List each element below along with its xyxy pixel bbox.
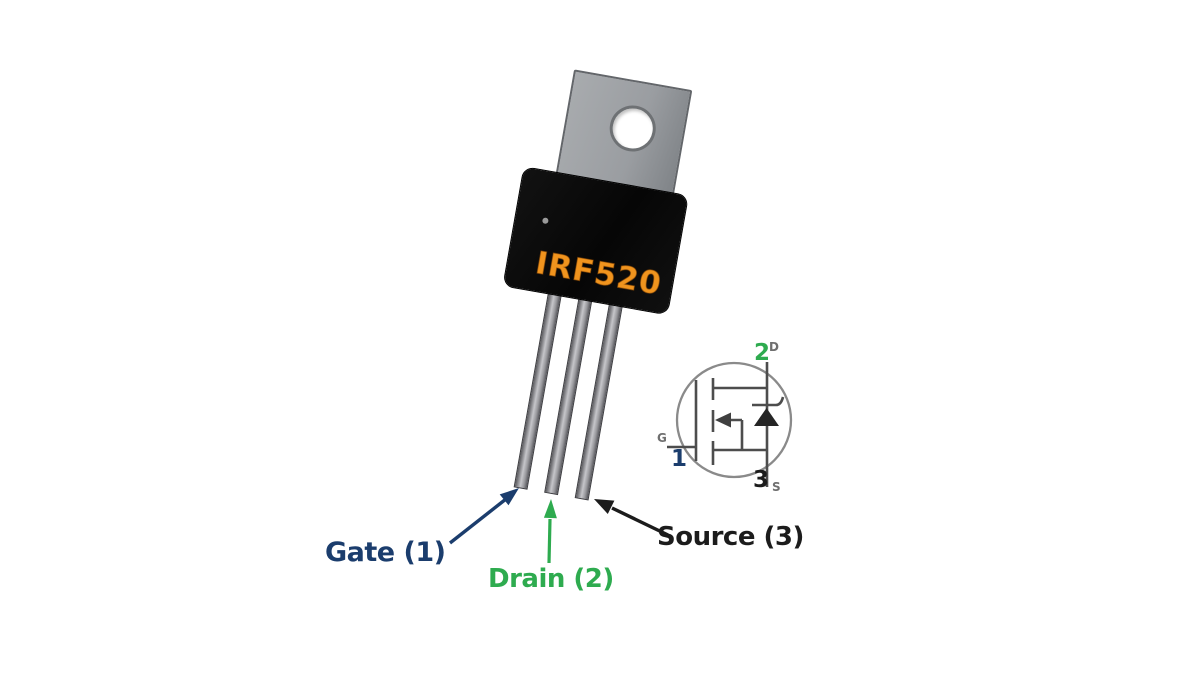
symbol-gate-letter: G: [657, 431, 667, 445]
gate-label: Gate (1): [325, 537, 446, 568]
source-label: Source (3): [657, 522, 804, 552]
symbol-gate-number: 1: [671, 446, 687, 472]
gate-arrow: [448, 488, 519, 545]
mounting-hole: [606, 101, 660, 156]
symbol-drain-number: 2: [754, 340, 770, 366]
drain-arrow: [543, 499, 557, 564]
body-diode-triangle: [754, 408, 779, 426]
part-number-marking: IRF520: [532, 244, 665, 303]
symbol-circle: [675, 361, 793, 479]
symbol-substrate-line: [730, 418, 744, 450]
symbol-drain-letter: D: [769, 340, 779, 354]
symbol-source-number: 3: [753, 467, 769, 493]
body-diode-cathode-bar: [752, 396, 785, 407]
drain-label: Drain (2): [488, 564, 614, 594]
mosfet-schematic-symbol: 2 D G 1 3 S: [657, 340, 793, 494]
symbol-substrate-arrowhead: [715, 412, 731, 428]
pin1-indicator-dot: [541, 217, 549, 225]
symbol-source-letter: S: [772, 480, 781, 494]
